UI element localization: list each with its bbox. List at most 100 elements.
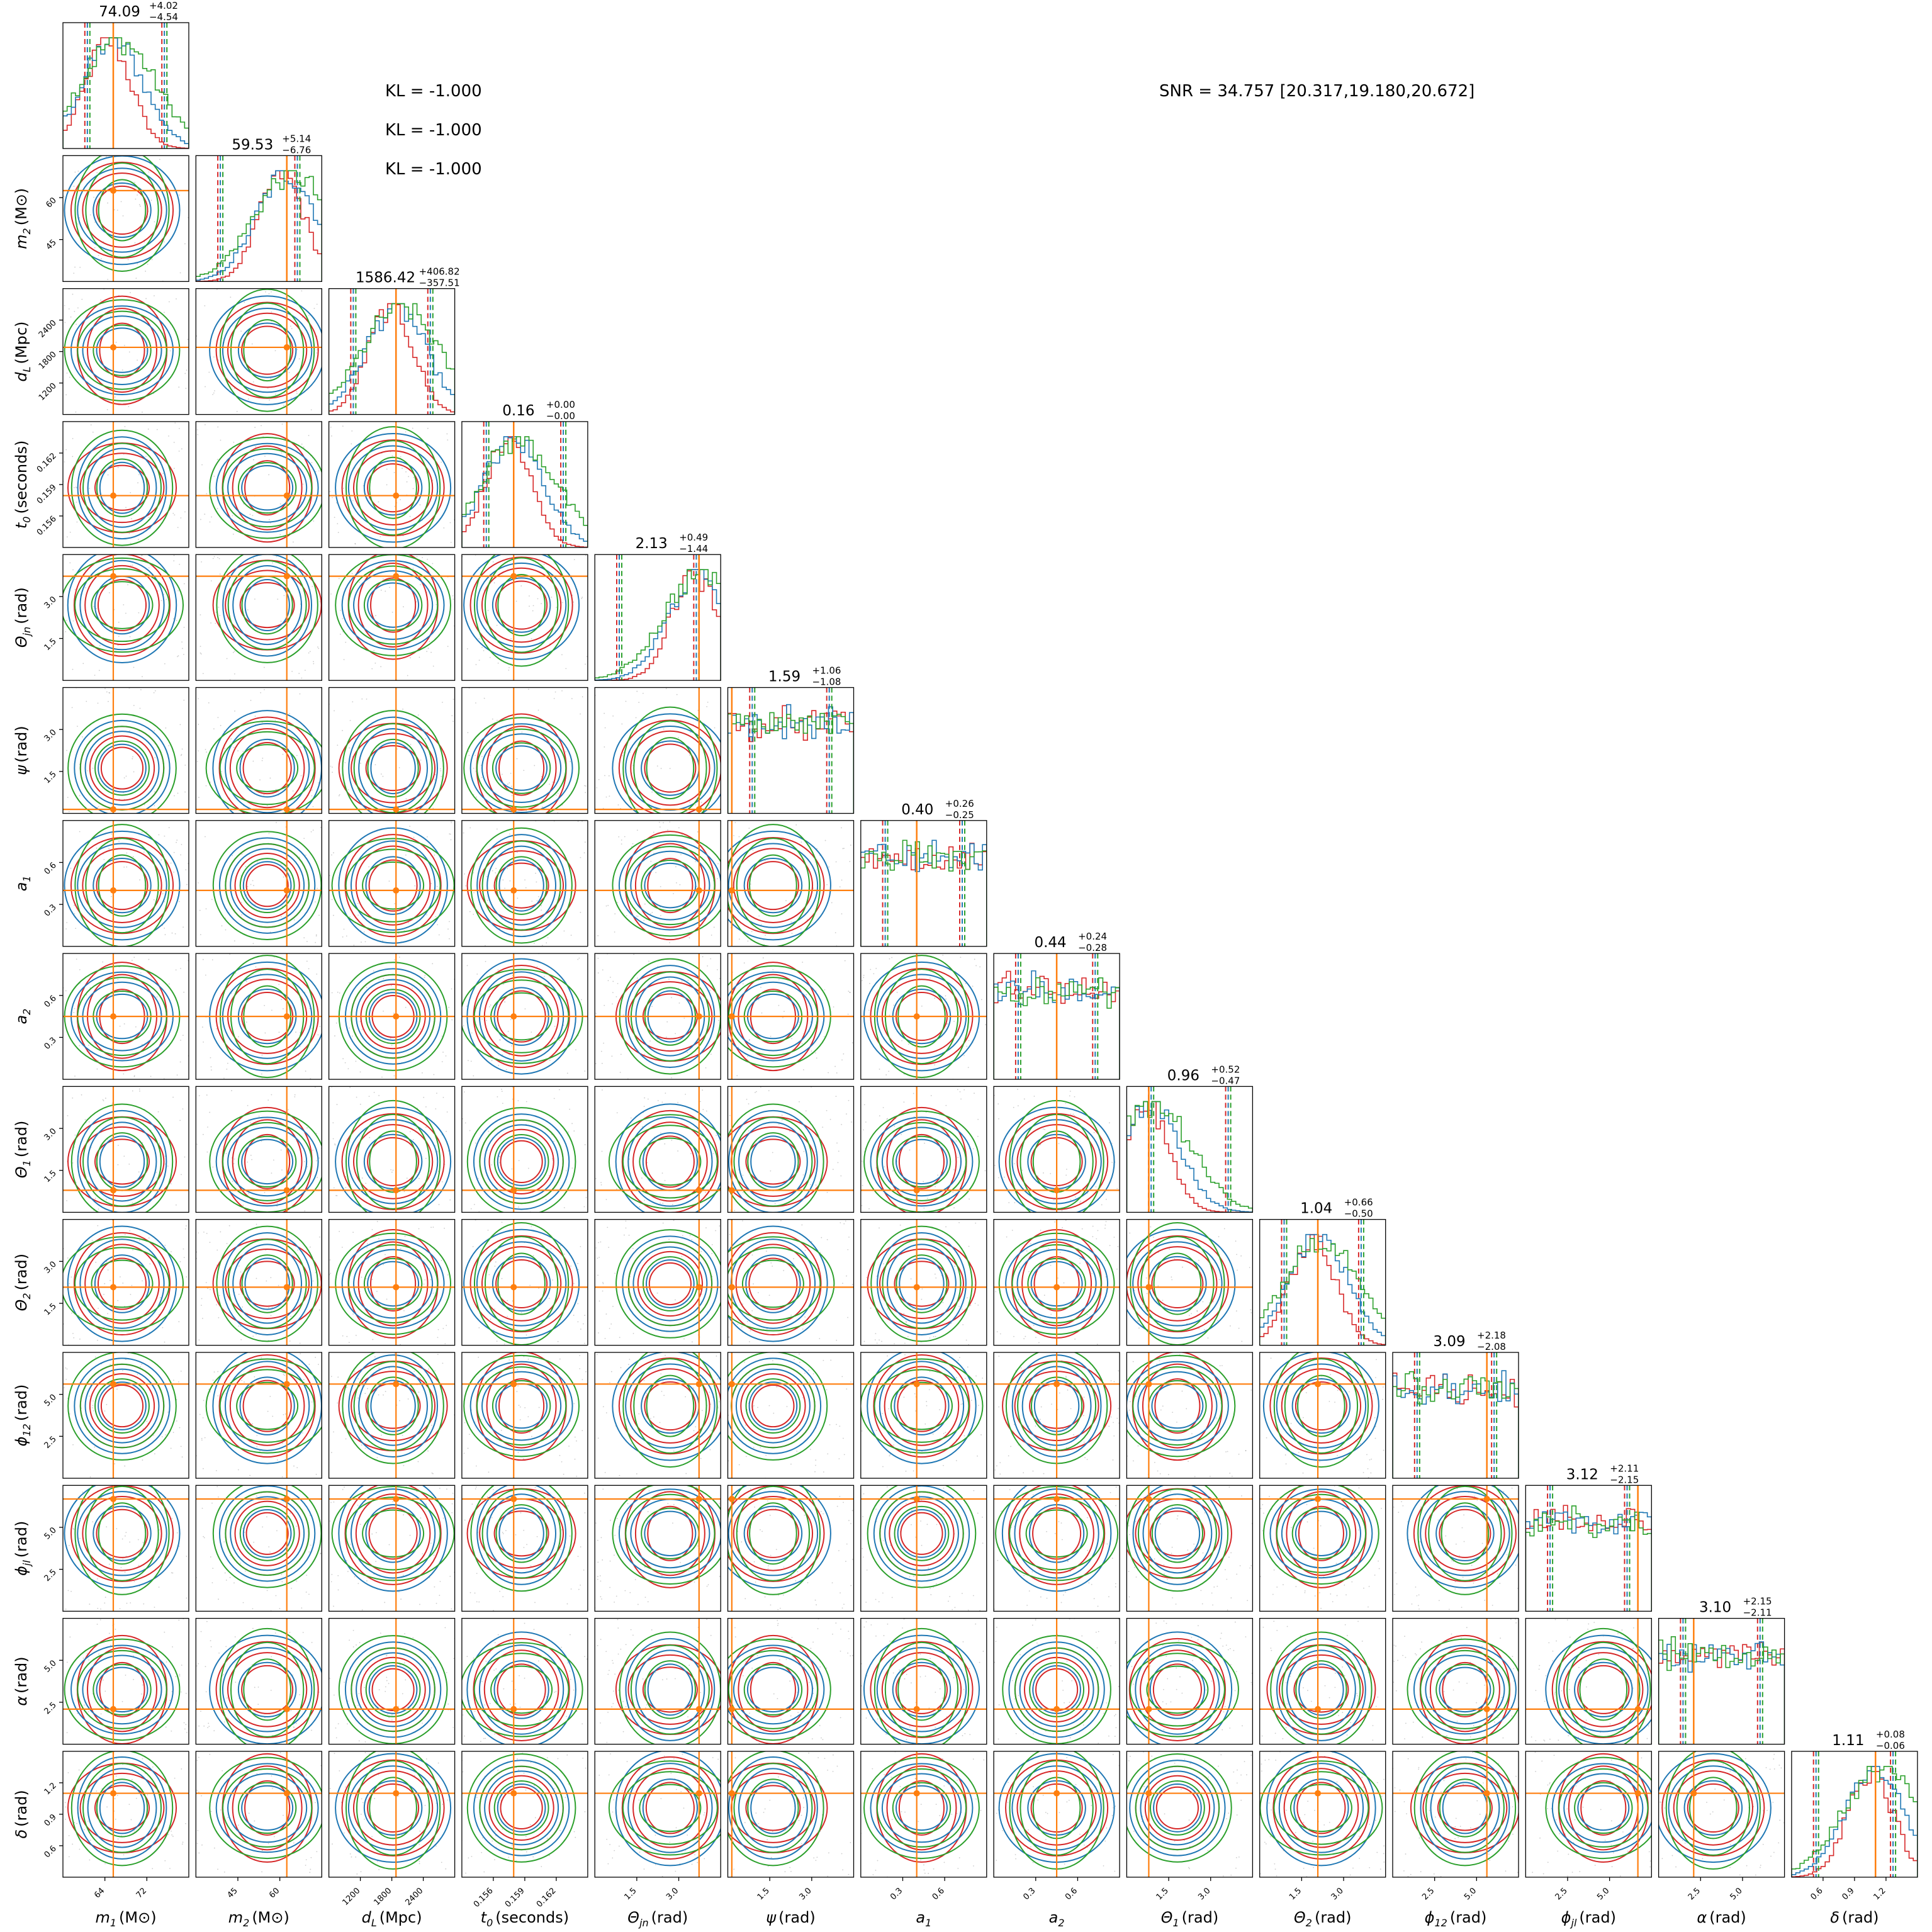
contour-level-0 (1289, 1783, 1352, 1833)
contour-level-1 (351, 1371, 436, 1442)
contour-level-2 (212, 1485, 322, 1588)
truth-point (110, 1013, 116, 1020)
contour-level-0 (1577, 1665, 1630, 1714)
contour-level-0 (749, 1502, 797, 1565)
contour-level-2 (345, 1751, 441, 1870)
contour-level-1 (738, 1647, 809, 1733)
contour-level-1 (727, 843, 819, 928)
contour-level-2 (727, 1634, 819, 1744)
panel-dL-a1 (328, 820, 456, 947)
contour-level-1 (479, 850, 564, 921)
hist-title-minus: −357.51 (419, 278, 460, 289)
contour-level-1 (627, 1116, 713, 1207)
hist-panel-alpha: 3.10+2.15−2.11 (1658, 1596, 1785, 1745)
contour-level-2 (476, 1485, 566, 1585)
panel-frame (195, 1086, 322, 1213)
contour-level-0 (100, 746, 144, 790)
contour-level-2 (67, 1762, 177, 1854)
contour-level-2 (860, 1358, 984, 1454)
contour-level-2 (76, 295, 168, 405)
contour-level-0 (1441, 1502, 1490, 1565)
hist-title-plus: +2.15 (1743, 1596, 1772, 1607)
xtick-label: 5.0 (1463, 1886, 1478, 1902)
contour-level-1 (219, 1369, 315, 1443)
contour-level-2 (70, 429, 174, 546)
contour-level-0 (644, 1660, 696, 1719)
truth-point (393, 1790, 400, 1797)
contour-level-0 (244, 460, 291, 516)
contour-level-2 (1263, 1485, 1379, 1585)
contour-level-1 (1132, 1366, 1223, 1446)
contour-level-2 (870, 1641, 974, 1738)
xtick-label: 2.5 (1687, 1886, 1702, 1902)
xlabel-t0: t0(seconds) (481, 1909, 569, 1929)
truth-point (1053, 1187, 1060, 1194)
contour-level-1 (1422, 1772, 1508, 1843)
ytick-label: 2.5 (43, 1568, 59, 1583)
contour-level-2 (619, 1631, 721, 1744)
panel-frame (62, 820, 189, 947)
panel-frame (461, 1485, 588, 1612)
panel-frame (195, 554, 322, 681)
hist-series-1 (860, 840, 987, 946)
contour-level-2 (1126, 1488, 1232, 1579)
contour-level-2 (1410, 1762, 1519, 1854)
contour-level-0 (750, 1782, 796, 1834)
contour-level-1 (222, 448, 313, 528)
truth-point (1145, 1495, 1152, 1502)
contour-level-1 (353, 722, 433, 814)
contour-level-0 (899, 1257, 945, 1310)
contour-level-1 (352, 1124, 434, 1199)
contour-level-2 (70, 1103, 174, 1213)
ytick-label: 0.6 (43, 994, 59, 1009)
truth-point (728, 1381, 735, 1388)
contour-level-0 (363, 1257, 423, 1310)
hist-title-plus: +0.49 (679, 532, 708, 543)
contour-level-0 (242, 1379, 292, 1432)
contour-level-1 (232, 1765, 303, 1851)
contour-level-0 (239, 1505, 295, 1561)
panel-m2-psi (195, 687, 322, 814)
contour-level-1 (79, 1238, 165, 1329)
contour-level-1 (224, 1361, 310, 1451)
contour-level-0 (96, 458, 149, 517)
contour-level-2 (727, 1352, 828, 1461)
contour-level-1 (481, 567, 562, 643)
contour-level-2 (727, 1638, 831, 1741)
contour-level-1 (355, 1493, 431, 1574)
truth-point (728, 1705, 735, 1712)
contour-level-0 (98, 1381, 147, 1430)
truth-point (283, 573, 290, 580)
contour-level-1 (1137, 1371, 1218, 1441)
contour-level-1 (736, 838, 811, 934)
xlabel-dL: dL(Mpc) (362, 1909, 422, 1929)
contour-level-2 (1551, 1763, 1652, 1853)
ytick-label: 45 (45, 238, 59, 252)
contour-level-2 (1407, 1638, 1519, 1741)
xtick-label: 60 (267, 1886, 281, 1900)
contour-level-1 (479, 1765, 564, 1851)
contour-level-0 (237, 1135, 297, 1188)
panel-frame (62, 953, 189, 1080)
contour-level-1 (630, 730, 710, 806)
contour-level-0 (895, 1665, 948, 1714)
contour-level-0 (241, 325, 294, 375)
contour-level-0 (1146, 1665, 1209, 1714)
panel-t0-th1 (461, 1086, 588, 1213)
ylabel-dL: dL(Mpc) (13, 322, 33, 382)
contour-level-1 (84, 564, 160, 646)
panel-frame (1259, 1352, 1386, 1479)
contour-level-1 (82, 442, 162, 533)
truth-point (695, 806, 702, 813)
panel-th2-alpha (1259, 1617, 1386, 1745)
truth-point (283, 1790, 290, 1797)
panel-m1-psi: 1.53.0ψ(rad) (13, 687, 189, 814)
hist-panel-th1: 0.96+0.52−0.47 (1126, 1064, 1254, 1213)
contour-level-0 (897, 1658, 946, 1721)
truth-point (283, 344, 290, 351)
